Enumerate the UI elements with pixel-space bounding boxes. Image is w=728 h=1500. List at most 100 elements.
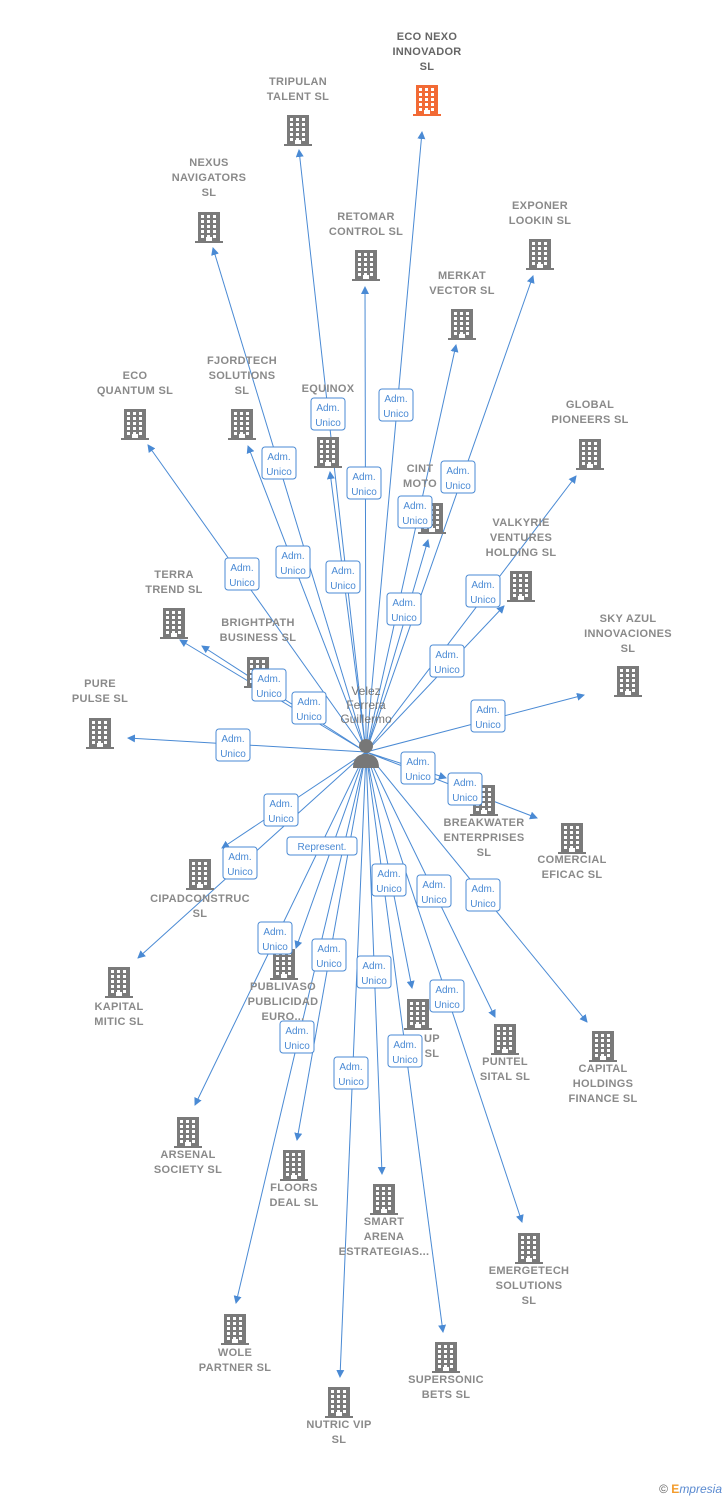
edge-label-text: Adm. bbox=[471, 884, 494, 895]
edge-label-box: Adm.Unico bbox=[387, 1034, 423, 1068]
building-icon-supersonic[interactable] bbox=[432, 1342, 460, 1373]
building-icon-sky-azul[interactable] bbox=[614, 666, 642, 697]
building-icon-nutric[interactable] bbox=[325, 1387, 353, 1418]
edge-label-box: Adm.Unico bbox=[275, 545, 311, 579]
edge-label-text: Unico bbox=[229, 578, 255, 589]
building-icon-tripulan[interactable] bbox=[284, 115, 312, 146]
edge-label-text: Unico bbox=[434, 665, 460, 676]
building-icon-fjordtech[interactable] bbox=[228, 409, 256, 440]
building-icon-merkat[interactable] bbox=[448, 309, 476, 340]
edge-label-text: Represent. bbox=[298, 842, 347, 853]
empresia-footer[interactable]: © Empresia bbox=[659, 1482, 722, 1496]
edge-label-text: Unico bbox=[262, 942, 288, 953]
building-icon-eco-quantum[interactable] bbox=[121, 409, 149, 440]
edge-eco-nexo bbox=[365, 131, 426, 753]
edge-label-text: Unico bbox=[266, 467, 292, 478]
edge-label-box: Adm.Unico bbox=[224, 557, 260, 591]
edge-label-box: Adm. Unico bbox=[257, 921, 293, 955]
edge-label-text: Adm. bbox=[285, 1026, 308, 1037]
edge-label-text: Adm. bbox=[352, 472, 375, 483]
edge-label-box: Adm.Unico bbox=[465, 878, 501, 912]
building-icon-global-pioneers[interactable] bbox=[576, 439, 604, 470]
edge-label-box: Adm.Unico bbox=[470, 699, 506, 733]
edge-label-text: Unico bbox=[405, 772, 431, 783]
building-icon-eco-nexo[interactable] bbox=[413, 85, 441, 116]
edge-label-box: Adm.Unico bbox=[447, 772, 483, 806]
building-icon-exponer[interactable] bbox=[526, 239, 554, 270]
edge-label-text: Unico bbox=[392, 1055, 418, 1066]
building-icon-terra[interactable] bbox=[160, 608, 188, 639]
edge-label-box: Adm.Unico bbox=[465, 574, 501, 608]
building-icon-kapital[interactable] bbox=[105, 967, 133, 998]
edge-label-text: Adm. bbox=[362, 961, 385, 972]
edge-label-text: Adm. bbox=[269, 799, 292, 810]
building-icon-publivaso[interactable] bbox=[270, 949, 298, 980]
building-icon-wole[interactable] bbox=[221, 1314, 249, 1345]
edge-label-text: Unico bbox=[315, 418, 341, 429]
building-icon-capital[interactable] bbox=[589, 1031, 617, 1062]
edge-label-text: Unico bbox=[376, 884, 402, 895]
building-icon-comercial[interactable] bbox=[558, 823, 586, 854]
building-icon-floors[interactable] bbox=[280, 1150, 308, 1181]
building-icon-up[interactable] bbox=[404, 999, 432, 1030]
edge-label-box: Adm.Unico bbox=[429, 644, 465, 678]
building-icon-valkyrie[interactable] bbox=[507, 571, 535, 602]
building-icon-cipadconstruc[interactable] bbox=[186, 859, 214, 890]
edge-label-text: Unico bbox=[445, 481, 471, 492]
edge-label-text: Adm. bbox=[317, 944, 340, 955]
building-icon-pure[interactable] bbox=[86, 718, 114, 749]
copyright-symbol: © bbox=[659, 1482, 668, 1496]
edge-label-text: Adm. bbox=[228, 852, 251, 863]
edge-label-box: Adm.Unico bbox=[222, 846, 258, 880]
edge-label-box: Adm.Unico bbox=[386, 592, 422, 626]
edge-label-text: Unico bbox=[316, 959, 342, 970]
building-icon-emergetech[interactable] bbox=[515, 1233, 543, 1264]
building-icon-puntel[interactable] bbox=[491, 1024, 519, 1055]
edge-label-text: Adm. bbox=[263, 927, 286, 938]
edge-label-text: Unico bbox=[296, 712, 322, 723]
edge-eco-quantum bbox=[147, 444, 367, 753]
building-icon-nexus[interactable] bbox=[195, 212, 223, 243]
building-icon-equinox[interactable] bbox=[314, 437, 342, 468]
building-icon-arsenal[interactable] bbox=[174, 1117, 202, 1148]
edge-label-text: Unico bbox=[220, 749, 246, 760]
edge-label-box: Adm.Unico bbox=[291, 691, 327, 725]
edge-label-box: Adm.Unico bbox=[440, 460, 476, 494]
edge-label-text: Unico bbox=[256, 689, 282, 700]
edge-label-box: Adm.Unico bbox=[215, 728, 251, 762]
building-icon-retomar[interactable] bbox=[352, 250, 380, 281]
building-icon-smart-arena[interactable] bbox=[370, 1184, 398, 1215]
